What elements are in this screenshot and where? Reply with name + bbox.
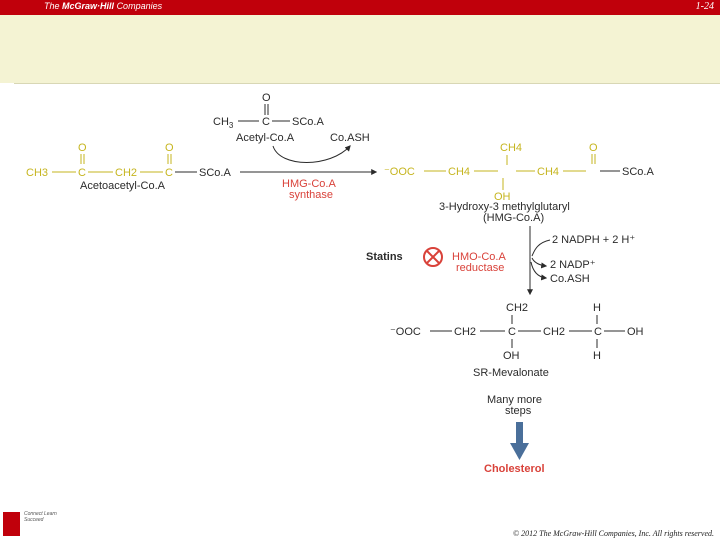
hmg-scoa: SCo.A <box>622 166 654 178</box>
mevalonate: CH2 H ⁻OOC CH2 C CH2 C OH OH H SR-Mevalo… <box>390 302 644 379</box>
brand-logo: The McGraw·Hill Companies <box>44 1 163 11</box>
mevalonate-carbon-2: C <box>594 326 602 338</box>
mevalonate-ch2-top: CH2 <box>506 302 528 314</box>
inhibition-icon <box>423 247 443 267</box>
enzyme-reductase-label: reductase <box>456 262 504 274</box>
cholesterol-label: Cholesterol <box>484 463 545 475</box>
mcgraw-hill-logo <box>3 512 20 536</box>
hmg-carboxylate: ⁻OOC <box>384 166 415 178</box>
acetyl-ch3-label: CH3 <box>213 116 234 130</box>
hmg-hydroxyl: OH <box>494 191 511 203</box>
hmg-ch4-a: CH4 <box>448 166 470 178</box>
mevalonate-oh-bottom: OH <box>503 350 520 362</box>
title-divider <box>14 83 720 84</box>
coash-output-arrow <box>530 261 548 281</box>
hmg-ch4-top: CH4 <box>500 142 522 154</box>
mevalonate-oh-right: OH <box>627 326 644 338</box>
header-bar: The McGraw·Hill Companies 1-24 <box>0 0 720 15</box>
acetoacetyl-carbon-2: C <box>165 167 173 179</box>
coash-release-label: Co.ASH <box>330 132 370 144</box>
coash-output-label: Co.ASH <box>550 273 590 285</box>
acetoacetyl-ch3: CH3 <box>26 167 48 179</box>
coash-curved-arrow <box>272 145 351 163</box>
hmg-coa-name: 3-Hydroxy-3 methylglutaryl <box>439 201 570 213</box>
acetoacetyl-carbon-1: C <box>78 167 86 179</box>
acetyl-coa-name: Acetyl-Co.A <box>236 132 295 144</box>
acetyl-coa: O CH3 C SCo.A Acetyl-Co.A Co.ASH <box>213 92 370 163</box>
nadph-input-arrow <box>531 239 551 257</box>
hmg-coa: CH4 O ⁻OOC CH4 CH4 SCo.A OH 3-Hydroxy-3 … <box>384 142 654 224</box>
nadp-output-arrow <box>531 257 548 269</box>
steps-label: steps <box>505 405 532 417</box>
statins-label: Statins <box>366 251 403 263</box>
mevalonate-carbon-1: C <box>508 326 516 338</box>
copyright-notice: © 2012 The McGraw-Hill Companies, Inc. A… <box>513 529 714 538</box>
nadph-input-label: 2 NADPH + 2 H⁺ <box>552 234 635 246</box>
mevalonate-carboxylate: ⁻OOC <box>390 326 421 338</box>
acetoacetyl-ch2: CH2 <box>115 167 137 179</box>
hmg-oxygen: O <box>589 142 598 154</box>
mevalonate-h-top: H <box>593 302 601 314</box>
acetoacetyl-coa-name: Acetoacetyl-Co.A <box>80 180 166 192</box>
many-more-steps-label: Many more <box>487 394 542 406</box>
downward-arrow-icon <box>510 422 529 460</box>
acetoacetyl-oxygen-2: O <box>165 142 174 154</box>
acetoacetyl-scoa: SCo.A <box>199 167 231 179</box>
hmg-coa-abbrev: (HMG-Co.A) <box>483 212 544 224</box>
acetoacetyl-coa: O O CH3 C CH2 C SCo.A Acetoacetyl-Co.A <box>26 142 231 192</box>
enzyme-synthase-label: synthase <box>289 189 333 201</box>
enzyme-hmg-coa-reductase: HMO-Co.A <box>452 251 506 263</box>
nadp-output-label: 2 NADP⁺ <box>550 259 596 271</box>
mevalonate-ch2-a: CH2 <box>454 326 476 338</box>
hmg-ch4-b: CH4 <box>537 166 559 178</box>
acetyl-scoa-label: SCo.A <box>292 116 324 128</box>
logo-tagline: Connect Learn Succeed <box>24 511 57 523</box>
slide-number: 1-24 <box>695 1 714 12</box>
acetoacetyl-oxygen-1: O <box>78 142 87 154</box>
title-band <box>0 15 720 83</box>
acetyl-oxygen-label: O <box>262 92 271 104</box>
mevalonate-name: SR-Mevalonate <box>473 367 549 379</box>
mevalonate-h-bottom: H <box>593 350 601 362</box>
acetyl-carbon-label: C <box>262 116 270 128</box>
enzyme-hmg-coa-synthase: HMG-Co.A <box>282 178 336 190</box>
mevalonate-ch2-b: CH2 <box>543 326 565 338</box>
